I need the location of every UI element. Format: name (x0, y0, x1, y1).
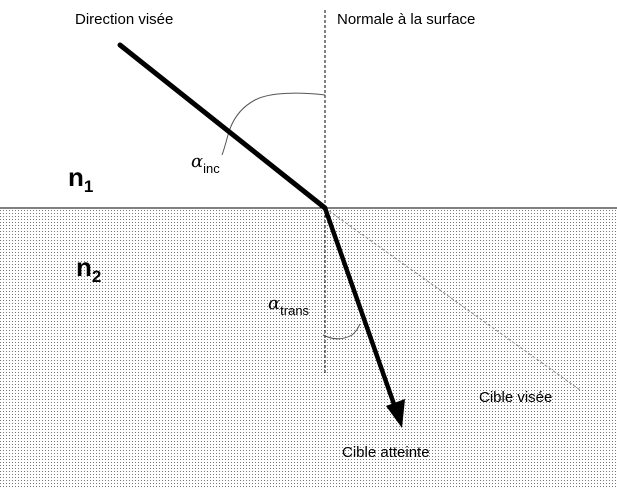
transmitted-ray-arrowhead (386, 399, 405, 428)
transmission-angle-symbol: α (268, 293, 280, 314)
lower-medium-region (0, 208, 617, 488)
medium-n1-symbol: n (68, 162, 84, 192)
incidence-angle-label: αinc (191, 151, 220, 176)
incidence-angle-symbol: α (191, 151, 203, 172)
incident-ray (117, 42, 328, 211)
reached-target-label: Cible atteinte (342, 444, 430, 461)
medium-n1-label: n1 (68, 162, 93, 196)
aimed-target-label: Cible visée (479, 389, 552, 406)
incidence-angle-subscript: inc (203, 161, 220, 176)
transmission-angle-subscript: trans (280, 303, 309, 318)
medium-n2-label: n2 (76, 252, 101, 286)
aimed-projection-line (324, 207, 581, 391)
medium-n2-symbol: n (76, 252, 92, 282)
medium-n1-subscript: 1 (84, 177, 93, 196)
surface-normal-label: Normale à la surface (337, 11, 475, 28)
transmitted-ray (322, 207, 399, 411)
incidence-angle-arc (221, 92, 326, 156)
transmission-angle-label: αtrans (268, 293, 310, 318)
medium-n2-subscript: 2 (92, 267, 101, 286)
transmission-angle-arc (322, 323, 361, 340)
aimed-direction-label: Direction visée (75, 11, 173, 28)
